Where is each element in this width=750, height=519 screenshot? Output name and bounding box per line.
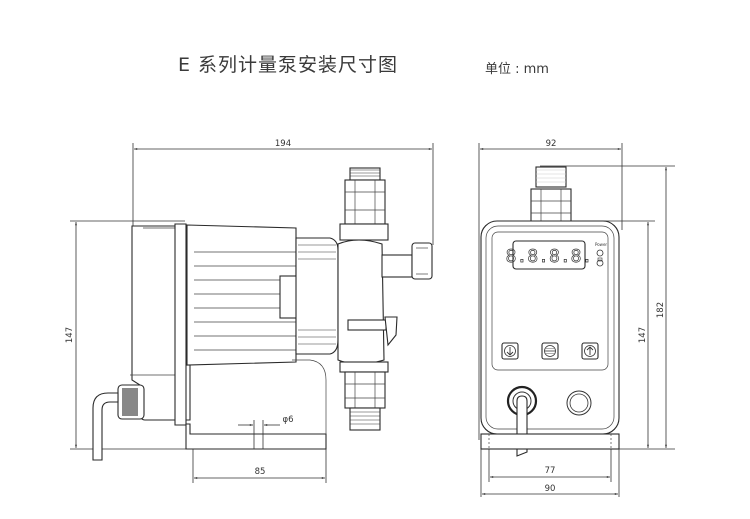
base-plate [185, 423, 327, 450]
front-outlet-fitting [530, 166, 572, 224]
dimension-hole: φ6 [238, 415, 294, 449]
front-plug [566, 390, 592, 416]
dimension-front-heights: 147 182 [540, 165, 675, 450]
display-digits: 8.8.8.8. [506, 246, 593, 267]
up-button[interactable] [581, 342, 599, 360]
dim-text-phi6: φ6 [282, 415, 293, 425]
status-led-icon [596, 259, 604, 267]
dim-text-194: 194 [275, 139, 291, 149]
outlet-fitting [339, 167, 389, 241]
power-led-icon [596, 249, 604, 257]
diagram-title: E 系列计量泵安装尺寸图 [178, 54, 399, 76]
enter-button[interactable] [541, 342, 559, 360]
side-view: 194 147 [65, 139, 434, 483]
dim-text-92: 92 [546, 139, 557, 149]
control-panel [491, 231, 609, 371]
down-button[interactable] [501, 342, 519, 360]
dim-text-147-side: 147 [65, 327, 75, 343]
dimension-side-height: 147 [65, 220, 190, 450]
relief-valve-knob [411, 242, 433, 280]
front-base [480, 433, 620, 450]
dim-text-90: 90 [545, 484, 556, 494]
arrow-down-icon [506, 347, 514, 356]
dim-text-77: 77 [545, 466, 556, 476]
front-view: 92 147 182 [478, 139, 675, 497]
pump-head [337, 239, 385, 365]
dim-text-182: 182 [656, 302, 666, 318]
dimension-base-length: 85 [192, 449, 327, 483]
dim-text-85: 85 [255, 467, 266, 477]
led-display [512, 240, 586, 270]
dimension-base-widths: 77 90 [480, 449, 620, 497]
cable-gland [92, 384, 145, 461]
inlet-fitting [339, 361, 389, 431]
power-label: Power [595, 242, 607, 247]
dim-text-147-front: 147 [638, 327, 648, 343]
arrow-up-icon [586, 346, 594, 355]
dimension-front-width: 92 [478, 139, 623, 440]
pump-collar [295, 237, 339, 355]
motor-housing [186, 224, 297, 366]
unit-label: 单位 : mm [485, 62, 549, 77]
dimension-overall-length: 194 [132, 139, 434, 245]
cooling-fins [194, 251, 296, 351]
